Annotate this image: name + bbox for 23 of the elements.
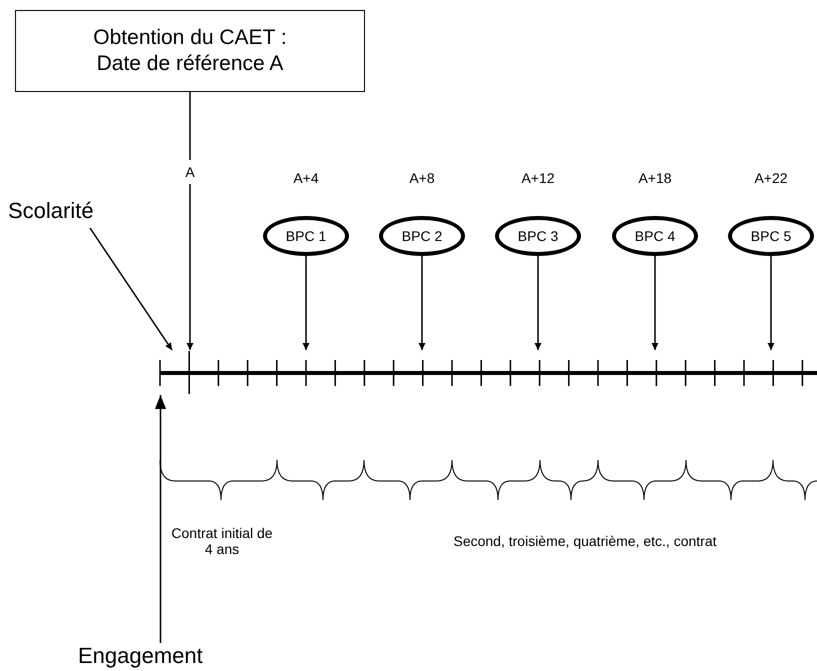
bpc-ellipse: BPC 4 [612, 216, 698, 256]
schooling-label: Scolarité [8, 198, 128, 228]
arrow [89, 228, 173, 350]
time-mark: A+4 [292, 170, 320, 186]
bpc-ellipse: BPC 2 [379, 216, 465, 256]
contract-note: Contrat initial de 4 ans [170, 525, 274, 557]
arrow [534, 256, 542, 350]
arrow [154, 395, 166, 643]
bpc-ellipse: BPC 5 [728, 216, 814, 256]
arrow [652, 256, 658, 350]
reference-date-box: Obtention du CAET : Date de référence A [15, 10, 365, 92]
time-mark: A+22 [753, 170, 789, 186]
time-mark: A+18 [637, 170, 673, 186]
bpc-ellipse: BPC 1 [263, 216, 349, 256]
bpc-ellipse: BPC 3 [495, 216, 581, 256]
arrow [768, 256, 774, 350]
time-mark: A+8 [408, 170, 436, 186]
time-mark: A+12 [520, 170, 556, 186]
arrow [302, 256, 310, 350]
arrow [186, 92, 194, 350]
enlistment-label: Engagement [78, 643, 243, 671]
arrow [418, 256, 426, 350]
contract-note: Second, troisième, quatrième, etc., contrat [452, 533, 718, 549]
